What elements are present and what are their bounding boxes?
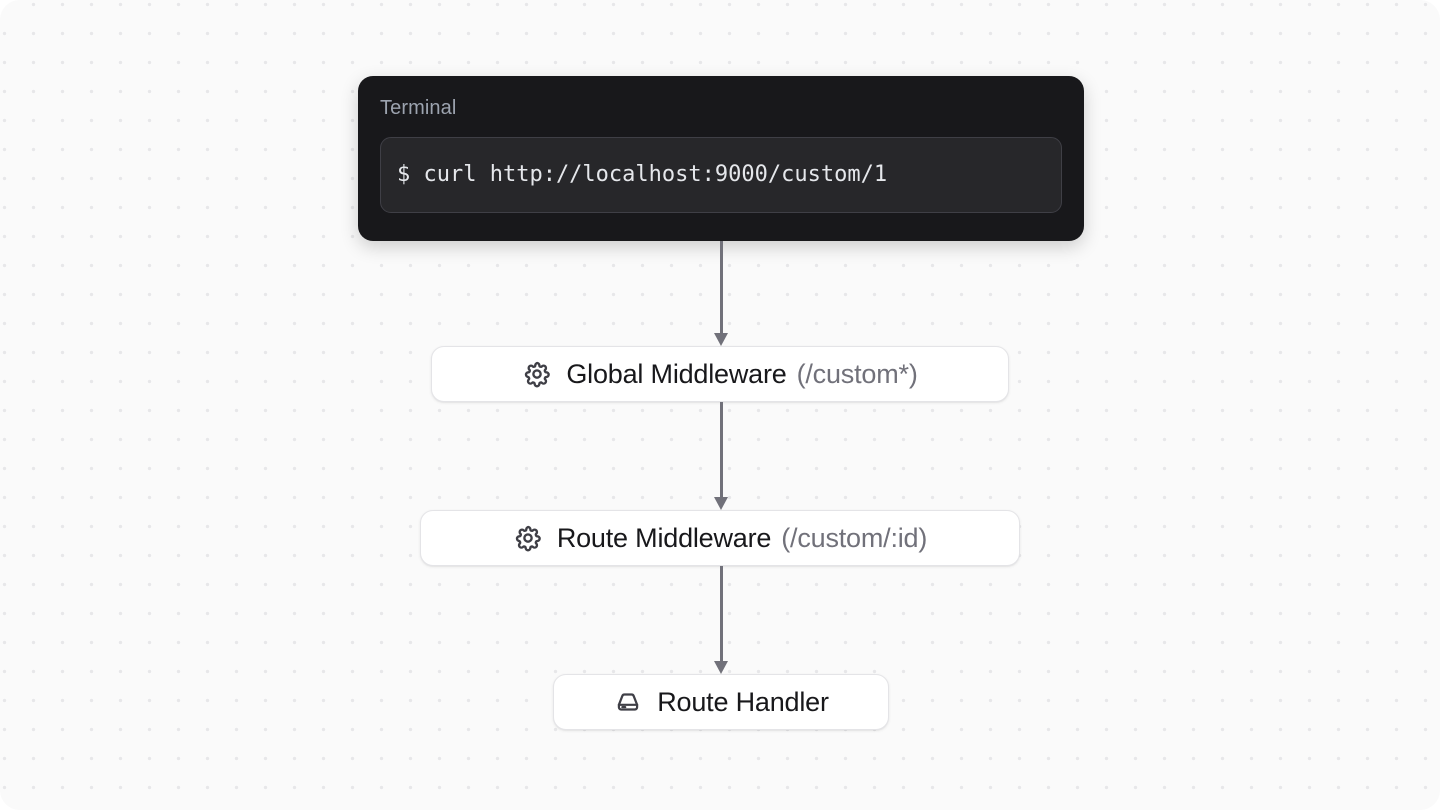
node-label: Route Middleware [556,523,772,553]
arrow-terminal-to-global-middleware [714,241,728,346]
terminal-command-box[interactable]: $ curl http://localhost:9000/custom/1 [380,137,1062,213]
node-route-handler[interactable]: Route Handler [553,674,889,730]
arrow-line [720,566,723,661]
node-path-label: (/custom*) [796,359,918,389]
gear-icon [522,359,552,389]
node-label: Global Middleware [566,359,787,389]
hard-drive-icon [613,687,643,717]
node-route-middleware[interactable]: Route Middleware (/custom/:id) [420,510,1020,566]
arrow-line [720,402,723,497]
arrow-route-middleware-to-route-handler [714,566,728,674]
terminal-command-text: $ curl http://localhost:9000/custom/1 [397,162,888,187]
arrow-line [720,241,723,333]
arrow-head-icon [714,333,728,346]
arrow-global-middleware-to-route-middleware [714,402,728,510]
node-path-label: (/custom/:id) [781,523,928,553]
arrow-head-icon [714,497,728,510]
terminal-panel: Terminal $ curl http://localhost:9000/cu… [358,76,1084,241]
gear-icon [513,523,543,553]
node-global-middleware[interactable]: Global Middleware (/custom*) [431,346,1009,402]
arrow-head-icon [714,661,728,674]
terminal-title: Terminal [380,97,457,119]
node-label: Route Handler [657,687,829,717]
